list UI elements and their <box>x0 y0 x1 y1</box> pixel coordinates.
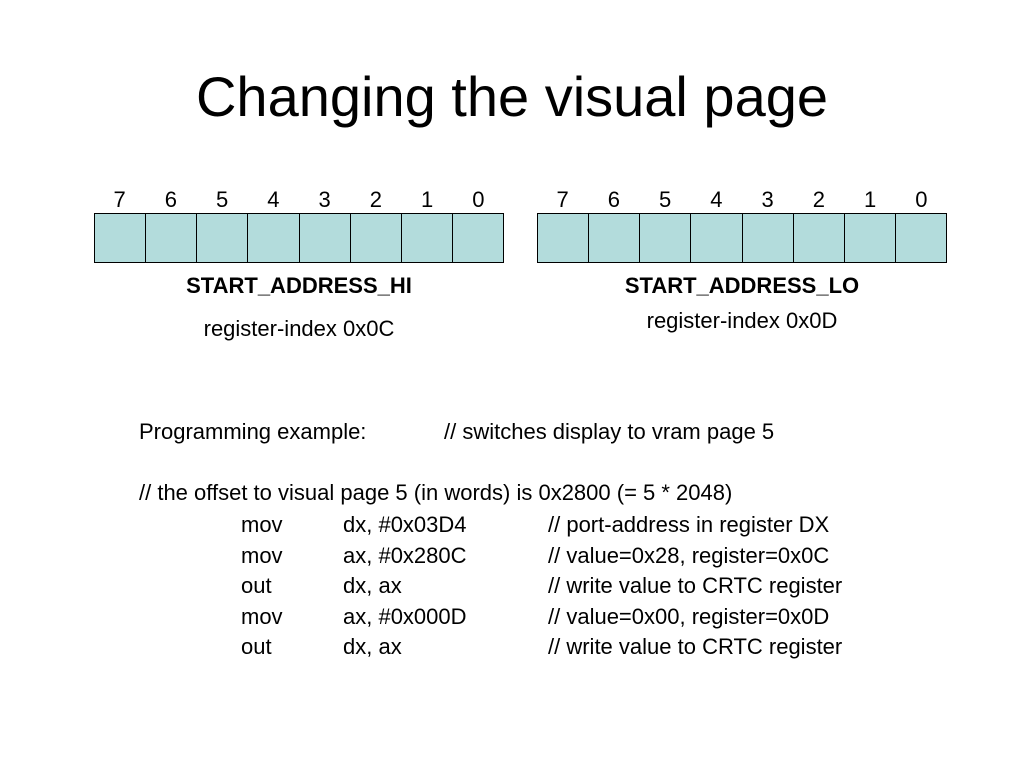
bit-cell <box>691 214 743 262</box>
bit-label: 7 <box>113 187 126 212</box>
example-comment: // switches display to vram page 5 <box>444 419 775 444</box>
bit-cell <box>589 214 641 262</box>
bit-labels: 7 6 5 4 3 2 1 0 <box>537 186 947 214</box>
code-line: mov ax, #0x000D // value=0x00, register=… <box>241 602 842 633</box>
code-op: mov <box>241 542 283 568</box>
bit-cell <box>743 214 794 262</box>
code-block: mov dx, #0x03D4 // port-address in regis… <box>241 510 842 663</box>
bit-label: 0 <box>915 187 928 212</box>
bit-label: 7 <box>556 187 569 212</box>
register-name: START_ADDRESS_LO <box>624 273 860 298</box>
bit-label: 1 <box>864 187 877 212</box>
bit-cells <box>94 213 504 263</box>
code-comment: // write value to CRTC register <box>548 634 843 659</box>
bit-cell <box>402 214 453 262</box>
code-line: mov ax, #0x280C // value=0x28, register=… <box>241 541 842 572</box>
register-start-address-hi: 7 6 5 4 3 2 1 0 START_ADDRESS_HI registe… <box>94 186 504 341</box>
code-args: dx, ax <box>343 573 402 598</box>
code-args: dx, #0x03D4 <box>343 512 467 537</box>
code-op: mov <box>241 603 283 629</box>
bit-cell <box>640 214 692 262</box>
bit-label: 5 <box>216 187 229 212</box>
bit-label: 3 <box>761 187 774 212</box>
code-op: out <box>241 634 272 659</box>
code-args: ax, #0x280C <box>343 542 467 568</box>
code-comment: // write value to CRTC register <box>548 573 843 598</box>
register-name: START_ADDRESS_HI <box>186 273 412 298</box>
code-comment: // port-address in register DX <box>548 512 830 537</box>
code-comment: // value=0x28, register=0x0C <box>548 542 830 568</box>
bit-label: 6 <box>607 187 620 212</box>
bit-cell <box>351 214 402 262</box>
example-label: Programming example: <box>139 419 367 444</box>
bit-cell <box>300 214 351 262</box>
bit-cell <box>896 214 946 262</box>
offset-comment: // the offset to visual page 5 (in words… <box>139 480 733 505</box>
bit-cell <box>453 214 503 262</box>
register-index: register-index 0x0D <box>646 308 838 333</box>
slide-title: Changing the visual page <box>195 65 829 128</box>
register-start-address-lo: 7 6 5 4 3 2 1 0 START_ADDRESS_LO registe… <box>537 186 947 333</box>
bit-cell <box>146 214 198 262</box>
code-op: mov <box>241 512 283 537</box>
code-args: ax, #0x000D <box>343 603 467 629</box>
bit-cell <box>197 214 249 262</box>
bit-label: 4 <box>267 187 280 212</box>
bit-label: 1 <box>421 187 434 212</box>
bit-label: 4 <box>710 187 723 212</box>
code-comment: // value=0x00, register=0x0D <box>548 603 830 629</box>
bit-labels: 7 6 5 4 3 2 1 0 <box>94 186 504 214</box>
bit-cell <box>845 214 896 262</box>
bit-cell <box>248 214 300 262</box>
bit-label: 2 <box>812 187 825 212</box>
bit-cell <box>794 214 845 262</box>
register-index: register-index 0x0C <box>203 316 395 341</box>
bit-label: 2 <box>369 187 382 212</box>
code-line: out dx, ax // write value to CRTC regist… <box>241 632 842 663</box>
bit-label: 0 <box>472 187 485 212</box>
code-args: dx, ax <box>343 634 402 659</box>
code-line: mov dx, #0x03D4 // port-address in regis… <box>241 510 842 541</box>
programming-example-heading: Programming example: // switches display … <box>139 418 774 446</box>
bit-label: 6 <box>164 187 177 212</box>
bit-cell <box>95 214 147 262</box>
bit-label: 3 <box>318 187 331 212</box>
bit-cell <box>538 214 590 262</box>
code-line: out dx, ax // write value to CRTC regist… <box>241 571 842 602</box>
code-op: out <box>241 573 272 598</box>
bit-label: 5 <box>659 187 672 212</box>
bit-cells <box>537 213 947 263</box>
